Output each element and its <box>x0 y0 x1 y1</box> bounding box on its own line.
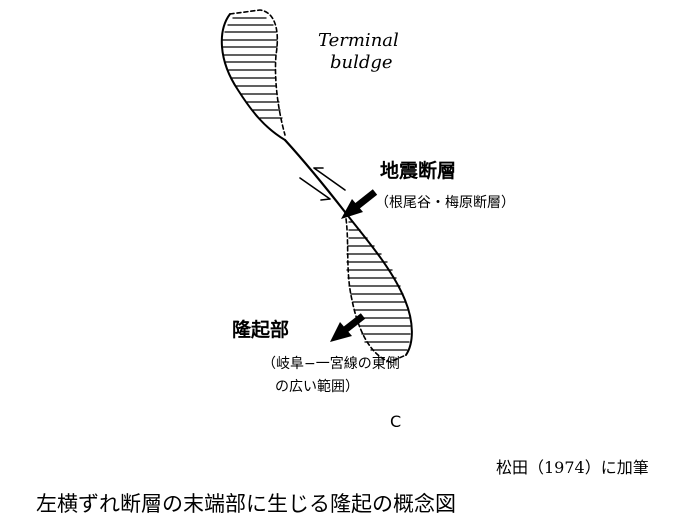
motion-arrow-lower <box>299 177 331 201</box>
upper-bulge-solid-outline <box>220 13 286 141</box>
terminal-label-line2: buldge <box>330 52 393 73</box>
lower-bulge-solid-outline <box>344 211 413 356</box>
terminal-label-line1: Terminal <box>318 30 399 51</box>
figure-caption: 左横ずれ断層の末端部に生じる隆起の概念図 <box>36 492 456 516</box>
source-credit: 松田（1974）に加筆 <box>496 458 649 477</box>
motion-arrow-upper <box>313 167 346 191</box>
fault-trace <box>283 138 347 214</box>
uplift-pointer-arrow <box>330 313 366 342</box>
lower-bulge-dashed-outline <box>344 211 407 363</box>
lower-bulge-hatching <box>346 221 411 351</box>
fault-sublabel: （根尾谷・梅原断層） <box>375 195 515 211</box>
uplift-sublabel-line2: の広い範囲） <box>275 379 359 395</box>
fault-pointer-arrow <box>341 189 378 219</box>
fault-label: 地震断層 <box>380 160 457 182</box>
panel-letter: C <box>390 412 402 431</box>
uplift-sublabel-line1: （岐阜−一宮線の東側 <box>262 356 400 372</box>
upper-bulge-hatching <box>222 17 283 119</box>
uplift-label: 隆起部 <box>232 319 290 341</box>
